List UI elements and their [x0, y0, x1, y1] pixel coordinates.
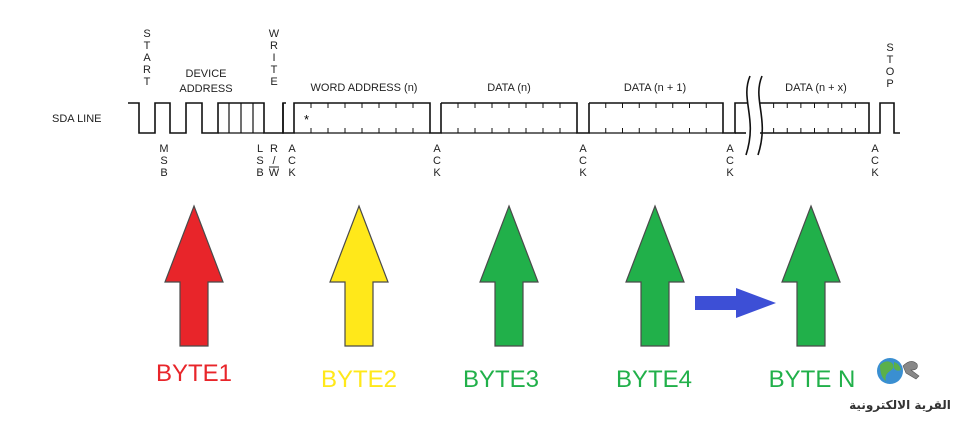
- write-letter: I: [272, 52, 275, 64]
- start-letter: A: [143, 52, 151, 64]
- msb-letter: S: [160, 155, 167, 167]
- globe-land: [894, 362, 901, 371]
- ack-letter: K: [433, 167, 441, 179]
- data-nx-label: DATA (n + x): [785, 82, 847, 94]
- logo-text: القرية الالكترونية: [849, 398, 951, 413]
- lsb-label: L S B: [256, 143, 263, 179]
- ack-letter: A: [579, 143, 587, 155]
- start-letter: T: [144, 76, 151, 88]
- up-arrow: [329, 204, 389, 347]
- lsb-letter: B: [256, 167, 263, 179]
- ack-letter: C: [433, 155, 441, 167]
- msb-label: M S B: [159, 143, 168, 179]
- start-letter: S: [143, 28, 150, 40]
- ack-letter: A: [288, 143, 296, 155]
- msb-letter: M: [159, 143, 168, 155]
- data-nx-wave: [760, 102, 900, 134]
- write-letter: W: [269, 28, 280, 40]
- lsb-letter: L: [257, 143, 263, 155]
- write-letter: E: [270, 76, 277, 88]
- ack-letter: K: [871, 167, 879, 179]
- start-label: S T A R T: [143, 28, 151, 88]
- sda-waveform: [128, 75, 900, 156]
- byte-arrows: [164, 204, 841, 347]
- ack-letter: K: [288, 167, 296, 179]
- ack-letter: A: [726, 143, 734, 155]
- ack-letter: C: [288, 155, 296, 167]
- up-arrow: [625, 204, 685, 347]
- stop-letter: O: [886, 66, 895, 78]
- break-line-left: [745, 75, 752, 156]
- wrench-icon: [902, 361, 920, 380]
- up-arrow: [479, 204, 539, 347]
- globe-land: [880, 361, 894, 381]
- break-line-right: [757, 75, 764, 156]
- ack-letter: K: [579, 167, 587, 179]
- msb-letter: B: [160, 167, 167, 179]
- stop-label: S T O P: [886, 42, 895, 90]
- write-label: W R I T E: [269, 28, 280, 88]
- start-letter: R: [143, 64, 151, 76]
- data-n1-wave: [589, 102, 748, 134]
- bit-ticks-auto: [310, 103, 856, 133]
- stop-letter: P: [886, 78, 893, 90]
- data-n-wave: [441, 102, 590, 134]
- ack-letter: A: [871, 143, 879, 155]
- byte-label: BYTE N: [769, 366, 856, 393]
- ack-letter: A: [433, 143, 441, 155]
- device-address-label-1: DEVICE: [186, 68, 227, 80]
- ack-letter: C: [579, 155, 587, 167]
- ack-letter: C: [871, 155, 879, 167]
- write-letter: R: [270, 40, 278, 52]
- word-address-label: WORD ADDRESS (n): [311, 82, 418, 94]
- stop-letter: S: [886, 42, 893, 54]
- slash-letter: /: [272, 155, 276, 167]
- byte-label: BYTE2: [321, 366, 397, 393]
- byte-label: BYTE3: [463, 366, 539, 393]
- ack-letter: C: [726, 155, 734, 167]
- ack-letter: K: [726, 167, 734, 179]
- up-arrow: [781, 204, 841, 347]
- lsb-letter: S: [256, 155, 263, 167]
- device-address-label-2: ADDRESS: [179, 83, 232, 95]
- r-letter: R: [270, 143, 278, 155]
- start-letter: T: [144, 40, 151, 52]
- w-letter: W: [269, 167, 280, 179]
- byte-label: BYTE4: [616, 366, 692, 393]
- rw-label: R / W: [269, 143, 280, 179]
- device-address-wave: [128, 102, 286, 134]
- write-letter: T: [271, 64, 278, 76]
- blue-right-arrow: [695, 288, 776, 318]
- stop-letter: T: [887, 54, 894, 66]
- logo: القرية الالكترونية: [849, 358, 951, 413]
- sda-line-label: SDA LINE: [52, 113, 102, 125]
- data-n-label: DATA (n): [487, 82, 531, 94]
- asterisk: *: [304, 112, 309, 127]
- up-arrow: [164, 204, 224, 347]
- byte-label: BYTE1: [156, 360, 232, 387]
- data-n1-label: DATA (n + 1): [624, 82, 686, 94]
